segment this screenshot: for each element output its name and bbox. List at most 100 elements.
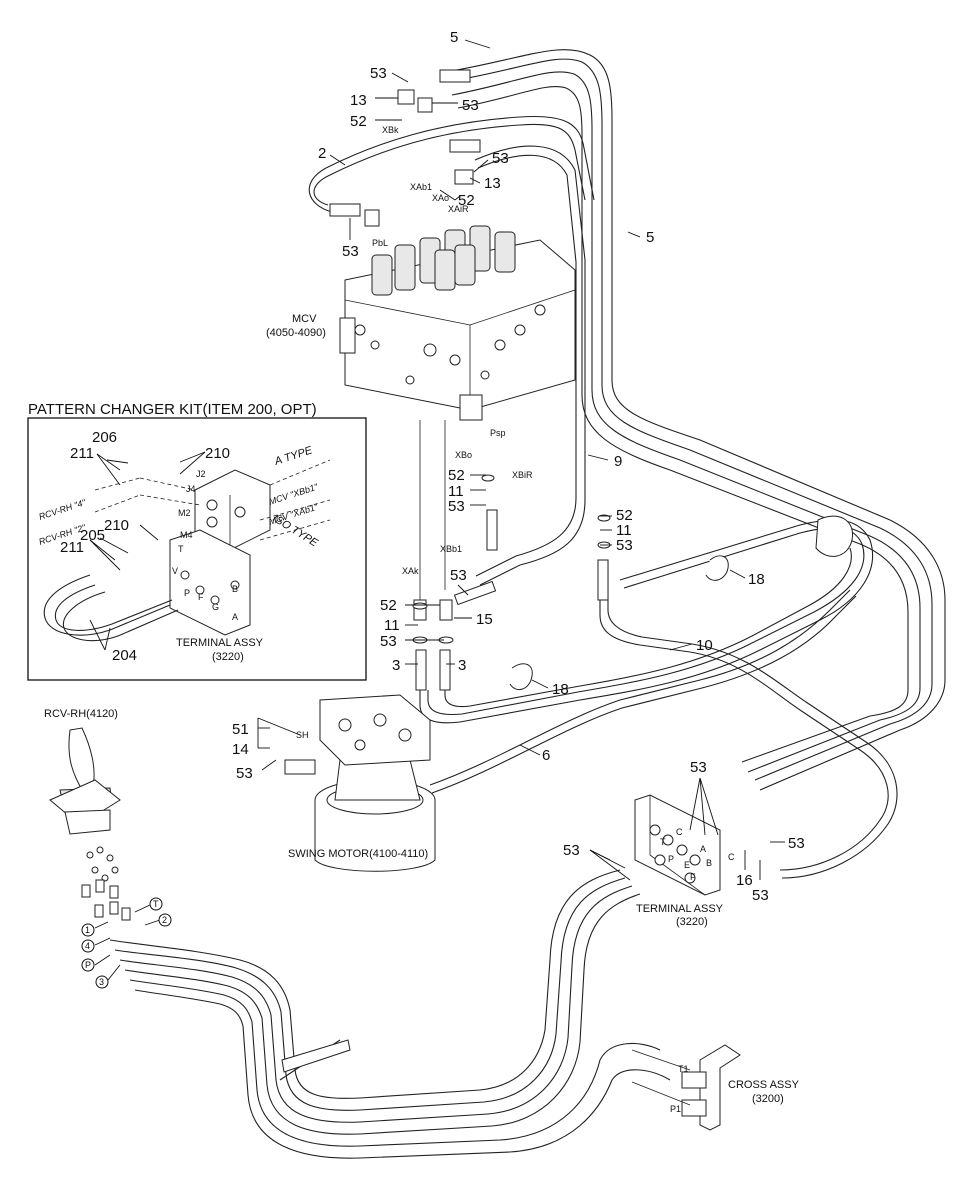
kit-j2: J2	[196, 469, 206, 479]
terminal-port-a: A	[700, 844, 706, 854]
mcv-valve	[339, 225, 576, 421]
terminal-port-f: F	[690, 872, 696, 882]
svg-text:3: 3	[99, 977, 104, 987]
callout-52-a: 52	[350, 113, 367, 130]
cross-assy	[631, 1044, 741, 1131]
port-sh: SH	[296, 730, 309, 740]
callout-3-b: 3	[458, 657, 466, 674]
clamp-18-lower	[509, 663, 533, 691]
svg-text:4: 4	[85, 941, 90, 951]
callout-53-l: 53	[788, 835, 805, 852]
svg-text:1: 1	[85, 925, 90, 935]
rcv-port-1: 1	[81, 923, 95, 937]
clamp-bundle-right	[815, 515, 854, 557]
terminal-port-c2: C	[728, 852, 735, 862]
port-psp: Psp	[490, 428, 506, 438]
cross-port-t1: T1	[678, 1064, 689, 1074]
kit-j4: J4	[186, 484, 196, 494]
callout-2: 2	[318, 145, 326, 162]
rcv-label: RCV-RH(4120)	[44, 708, 118, 720]
callout-52-e: 52	[380, 597, 397, 614]
callout-53-b: 53	[462, 97, 479, 114]
callout-14: 14	[232, 741, 249, 758]
callout-53-k: 53	[563, 842, 580, 859]
callout-3-a: 3	[392, 657, 400, 674]
svg-text:P: P	[85, 960, 91, 970]
cross-label: CROSS ASSY	[728, 1079, 800, 1091]
callout-53-e: 53	[448, 498, 465, 515]
kit-port-v: V	[172, 566, 178, 576]
callout-11-c: 11	[384, 617, 400, 634]
hose-3-loops	[419, 519, 874, 724]
kit-port-p: P	[184, 588, 190, 598]
callout-10: 10	[696, 637, 713, 654]
hose-2	[308, 115, 595, 213]
callout-53-j: 53	[690, 759, 707, 776]
port-xbk: XBk	[382, 125, 399, 135]
rcv-hose-bundle	[109, 869, 671, 1159]
callout-5-top: 5	[450, 29, 458, 46]
port-xao: XAo	[432, 193, 449, 203]
rcv-port-2: 2	[158, 913, 172, 927]
callout-9: 9	[614, 453, 622, 470]
hose-6	[429, 589, 857, 794]
port-xbb1: XBb1	[440, 544, 462, 554]
callout-11-b: 11	[616, 522, 632, 539]
port-pbl: PbL	[372, 238, 388, 248]
cross-port-p1: P1	[670, 1104, 681, 1114]
kit-port-b: B	[232, 584, 238, 594]
callout-53-c: 53	[492, 150, 509, 167]
svg-text:T: T	[153, 899, 159, 909]
hose-10	[599, 560, 898, 879]
kit-port-f: F	[198, 592, 204, 602]
hose-9	[474, 145, 586, 586]
leader-lines	[89, 39, 785, 981]
callout-16: 16	[736, 872, 753, 889]
terminal-port-b: B	[706, 858, 712, 868]
kit-rcv-4: RCV-RH "4"	[38, 497, 88, 522]
kit-callout-205: 205	[80, 527, 105, 544]
rcv-port-T: T	[149, 897, 163, 911]
kit-port-t: T	[178, 544, 184, 554]
callout-11-a: 11	[448, 483, 464, 500]
callout-18-a: 18	[748, 571, 765, 588]
callout-51: 51	[232, 721, 249, 738]
terminal-port-c: C	[676, 827, 683, 837]
port-xak: XAk	[402, 566, 419, 576]
cross-code: (3200)	[752, 1093, 784, 1105]
rcv-port-3: 3	[95, 975, 109, 989]
svg-text:2: 2	[162, 915, 167, 925]
kit-terminal-code: (3220)	[212, 651, 244, 663]
port-xair: XAiR	[448, 204, 469, 214]
callout-53-a: 53	[370, 65, 387, 82]
kit-m4: M4	[180, 530, 193, 540]
rcv-port-P: P	[81, 958, 95, 972]
kit-m2: M2	[178, 508, 191, 518]
kit-port-a: A	[232, 612, 238, 622]
port-xbo: XBo	[455, 450, 472, 460]
terminal-port-p: P	[668, 854, 674, 864]
kit-callout-210-a: 210	[205, 445, 230, 462]
terminal-label: TERMINAL ASSY	[636, 903, 724, 915]
kit-terminal-label: TERMINAL ASSY	[176, 637, 264, 649]
fittings-center	[284, 69, 611, 775]
terminal-port-t: T	[660, 837, 666, 847]
clamp-18-upper	[705, 555, 729, 581]
callout-18-b: 18	[552, 681, 569, 698]
callout-53-m: 53	[752, 887, 769, 904]
mcv-label: MCV	[292, 313, 317, 325]
rcv-joystick	[49, 727, 131, 921]
callout-53-d: 53	[342, 243, 359, 260]
kit-port-g: G	[212, 602, 219, 612]
kit-callout-206: 206	[92, 429, 117, 446]
callout-52-c: 52	[448, 467, 465, 484]
callout-13-b: 13	[484, 175, 501, 192]
terminal-port-e: E	[684, 860, 690, 870]
swing-motor-label: SWING MOTOR(4100-4110)	[288, 848, 428, 860]
swing-motor	[314, 694, 436, 872]
callout-6: 6	[542, 747, 550, 764]
port-xbir: XBiR	[512, 470, 533, 480]
pattern-changer-kit-box	[27, 417, 367, 681]
